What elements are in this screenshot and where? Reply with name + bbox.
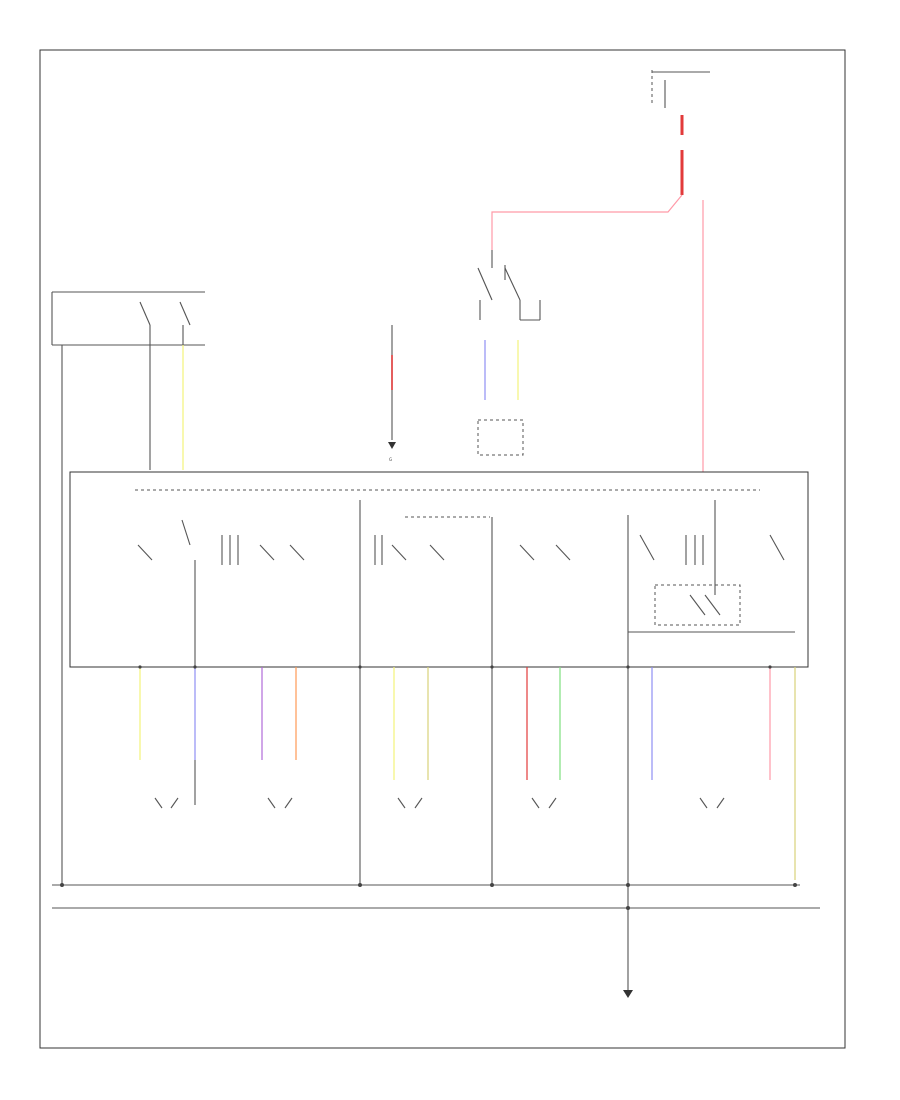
internal-relays (221, 535, 704, 565)
diagram-frame (39, 49, 846, 1049)
main-ground (623, 990, 633, 998)
wire-pink-supply (491, 194, 683, 250)
internal-verticals (194, 500, 795, 667)
main-control-box (69, 471, 809, 668)
ground-point-g: G (388, 325, 396, 462)
ground-g-label: G (389, 457, 392, 462)
left-switch-module (51, 291, 205, 346)
lock-relay-box (654, 584, 741, 626)
window-motor-left-front (154, 797, 179, 809)
bus-nodes (60, 665, 797, 910)
window-motor-right-rear (531, 797, 557, 809)
internal-switches (137, 519, 785, 616)
upper-switch-module-box (477, 419, 524, 456)
window-motor-sunroof (699, 797, 725, 809)
ground-returns (194, 667, 629, 990)
power-source (651, 70, 710, 108)
window-motor-right-front (397, 797, 423, 809)
window-motor-left-rear (267, 797, 293, 809)
window-lock-switch (477, 250, 541, 321)
